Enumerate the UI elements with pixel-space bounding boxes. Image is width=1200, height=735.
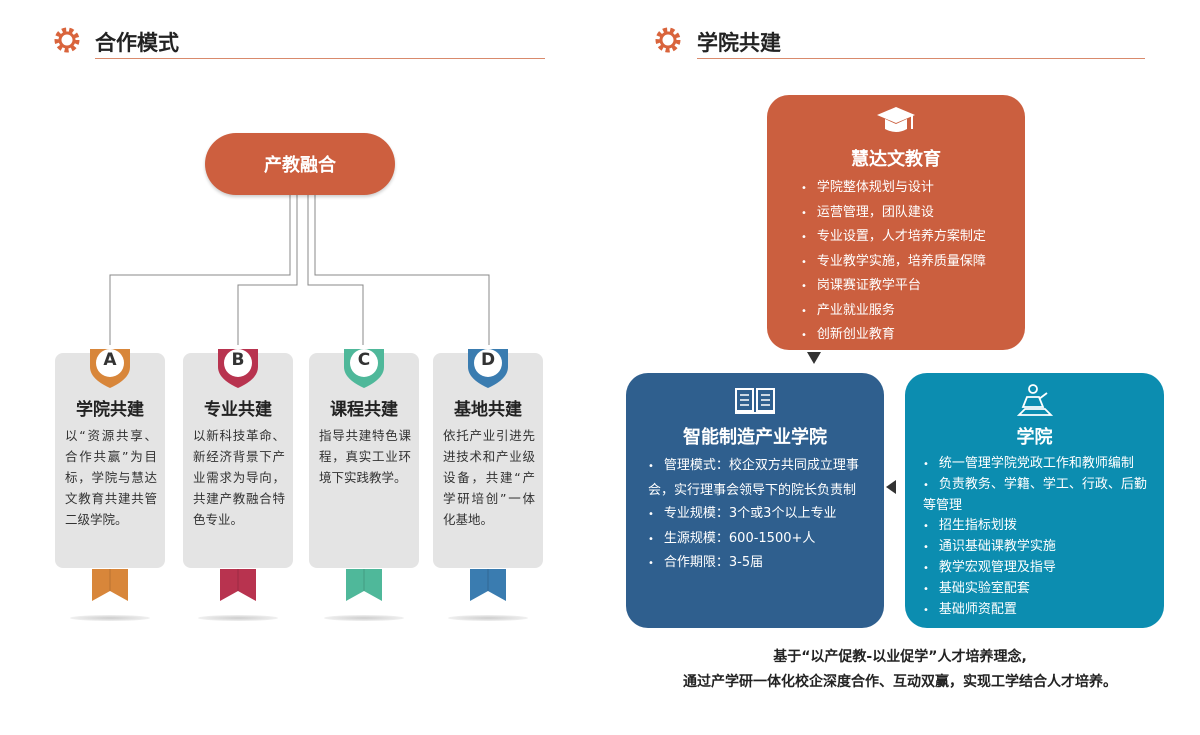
card-title: 基地共建 [454, 400, 522, 420]
badge-letter: D [480, 350, 496, 370]
connector-lines [109, 195, 490, 345]
college-box: 学院 统一管理学院党政工作和教师编制负责教务、学籍、学工、行政、后勤等管理招生指… [905, 373, 1164, 628]
list-item: 岗课赛证教学平台 [801, 274, 986, 299]
card-title: 专业共建 [204, 400, 272, 420]
list-item: 教学宏观管理及指导 [923, 558, 1150, 579]
gear-icon [655, 27, 681, 53]
list-item: 管理模式：校企双方共同成立理事会，实行理事会领导下的院长负责制 [648, 454, 868, 502]
letter-badge-icon [218, 349, 258, 388]
box-title: 慧达文教育 [851, 149, 941, 170]
list-item: 创新创业教育 [801, 323, 986, 348]
arrow-down-icon [807, 352, 821, 364]
footer-line-1: 基于“以产促教-以业促学”人才培养理念, [773, 649, 1027, 665]
section-title-college: 学院共建 [697, 31, 781, 55]
badge-letter: A [103, 350, 117, 370]
card-title: 学院共建 [76, 400, 144, 420]
badge-letter: B [231, 350, 245, 370]
cooperation-card: C 课程共建 指导共建特色课程，真实工业环境下实践教学。 [309, 349, 419, 568]
card-text: 依托产业引进先进技术和产业级设备，共建“产学研培创”一体化基地。 [443, 428, 535, 527]
book-icon [735, 388, 775, 414]
title-divider [95, 58, 545, 59]
box-title: 智能制造产业学院 [683, 427, 827, 448]
card-shadow [198, 615, 278, 621]
list-item: 专业设置，人才培养方案制定 [801, 225, 986, 250]
graduation-cap-icon [877, 107, 915, 132]
list-item: 专业教学实施，培养质量保障 [801, 250, 986, 275]
badge-letter: C [357, 350, 371, 370]
ribbon-icon [92, 569, 128, 601]
list-item: 负责教务、学籍、学工、行政、后勤等管理 [923, 475, 1150, 516]
list-item: 学院整体规划与设计 [801, 176, 986, 201]
list-item: 基础实验室配套 [923, 579, 1150, 600]
list-item: 合作期限：3-5届 [648, 551, 868, 576]
card-shadow [448, 615, 528, 621]
ribbon-icon [346, 569, 382, 601]
teacher-icon [1017, 384, 1053, 416]
cooperation-card: B 专业共建 以新科技革命、新经济背景下产业需求为导向，共建产教融合特色专业。 [183, 349, 293, 568]
center-node: 产教融合 [205, 133, 395, 195]
list-item: 基础师资配置 [923, 600, 1150, 621]
huidawen-box: 慧达文教育 学院整体规划与设计运营管理，团队建设专业设置，人才培养方案制定专业教… [767, 95, 1025, 350]
list-item: 运营管理，团队建设 [801, 201, 986, 226]
footer-line-2: 通过产学研一体化校企深度合作、互动双赢，实现工学结合人才培养。 [683, 674, 1117, 690]
letter-badge-icon [344, 349, 384, 388]
cooperation-card: A 学院共建 以“资源共享、合作共赢”为目标，学院与慧达文教育共建共管二级学院。 [55, 349, 165, 568]
section-title-cooperation: 合作模式 [95, 31, 179, 55]
card-title: 课程共建 [330, 400, 398, 420]
letter-badge-icon [90, 349, 130, 388]
list-item: 生源规模：600-1500+人 [648, 527, 868, 552]
card-shadow [70, 615, 150, 621]
list-item: 产业就业服务 [801, 299, 986, 324]
card-text: 以新科技革命、新经济背景下产业需求为导向，共建产教融合特色专业。 [193, 428, 285, 527]
title-divider [697, 58, 1145, 59]
box-title: 学院 [1016, 427, 1053, 448]
arrow-left-icon [886, 480, 896, 494]
card-shadow [324, 615, 404, 621]
industry-college-box: 智能制造产业学院 管理模式：校企双方共同成立理事会，实行理事会领导下的院长负责制… [626, 373, 884, 628]
gear-icon [54, 27, 80, 53]
list-item: 通识基础课教学实施 [923, 537, 1150, 558]
ribbon-icon [470, 569, 506, 601]
list-item: 统一管理学院党政工作和教师编制 [923, 454, 1150, 475]
list-item: 招生指标划拨 [923, 516, 1150, 537]
card-text: 以“资源共享、合作共赢”为目标，学院与慧达文教育共建共管二级学院。 [65, 428, 157, 527]
list-item: 专业规模：3个或3个以上专业 [648, 502, 868, 527]
ribbon-icon [220, 569, 256, 601]
cooperation-card: D 基地共建 依托产业引进先进技术和产业级设备，共建“产学研培创”一体化基地。 [433, 349, 543, 568]
letter-badge-icon [468, 349, 508, 388]
card-text: 指导共建特色课程，真实工业环境下实践教学。 [319, 428, 411, 485]
